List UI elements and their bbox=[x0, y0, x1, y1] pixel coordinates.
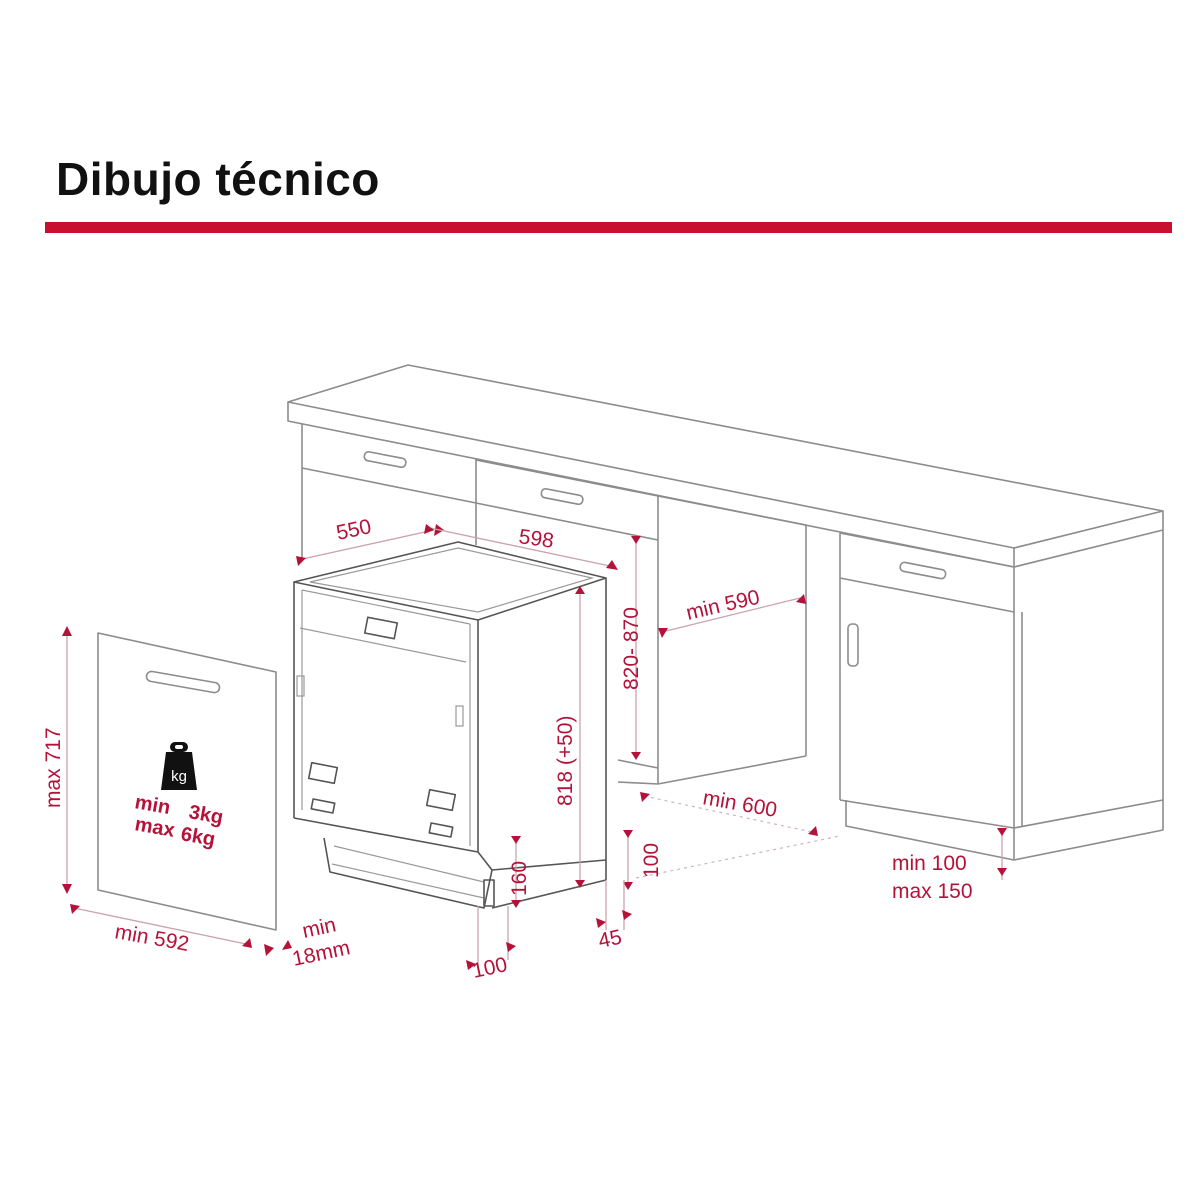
door-panel bbox=[97, 632, 277, 931]
kg-weight-icon: kg bbox=[161, 742, 197, 790]
label-min-590: min 590 bbox=[684, 586, 762, 625]
label-160: 160 bbox=[508, 861, 531, 896]
dim-160 bbox=[511, 836, 521, 908]
right-cabinet bbox=[839, 530, 1164, 861]
label-min-592: min 592 bbox=[113, 920, 191, 956]
dim-min-600 bbox=[640, 792, 818, 836]
middle-cabinet bbox=[657, 495, 807, 785]
dim-min-592 bbox=[70, 904, 252, 948]
dim-min100-max150 bbox=[997, 828, 1007, 880]
label-598: 598 bbox=[517, 525, 555, 553]
label-820-870: 820- 870 bbox=[620, 607, 643, 690]
dim-min-18mm bbox=[264, 940, 292, 956]
label-45: 45 bbox=[596, 926, 624, 953]
label-min-100: min 100 bbox=[892, 852, 967, 875]
kg-unit: kg bbox=[171, 768, 187, 785]
dim-100-plinth bbox=[623, 830, 841, 890]
dim-min-590 bbox=[658, 594, 806, 638]
label-100-foot: 100 bbox=[470, 953, 509, 983]
label-min-18mm-2: 18mm bbox=[290, 936, 352, 971]
title-underline bbox=[45, 222, 1172, 233]
dim-max-717 bbox=[62, 626, 72, 894]
weight-max-label: max bbox=[133, 813, 176, 842]
dishwasher bbox=[293, 541, 607, 909]
left-cabinet bbox=[301, 424, 659, 785]
dim-818 bbox=[575, 586, 585, 888]
label-550: 550 bbox=[334, 515, 373, 545]
kitchen-cabinets bbox=[287, 364, 1164, 861]
dim-45 bbox=[596, 880, 632, 930]
label-max-717: max 717 bbox=[42, 727, 65, 808]
countertop bbox=[287, 364, 1164, 568]
dim-598 bbox=[424, 524, 618, 570]
weight-max-value: 6kg bbox=[179, 823, 217, 851]
label-818: 818 (+50) bbox=[554, 716, 577, 806]
dim-820-870 bbox=[631, 536, 641, 760]
label-max-150: max 150 bbox=[892, 880, 973, 903]
page-title: Dibujo técnico bbox=[56, 153, 380, 205]
dim-100-foot bbox=[466, 906, 516, 970]
label-100-plinth: 100 bbox=[640, 843, 663, 878]
